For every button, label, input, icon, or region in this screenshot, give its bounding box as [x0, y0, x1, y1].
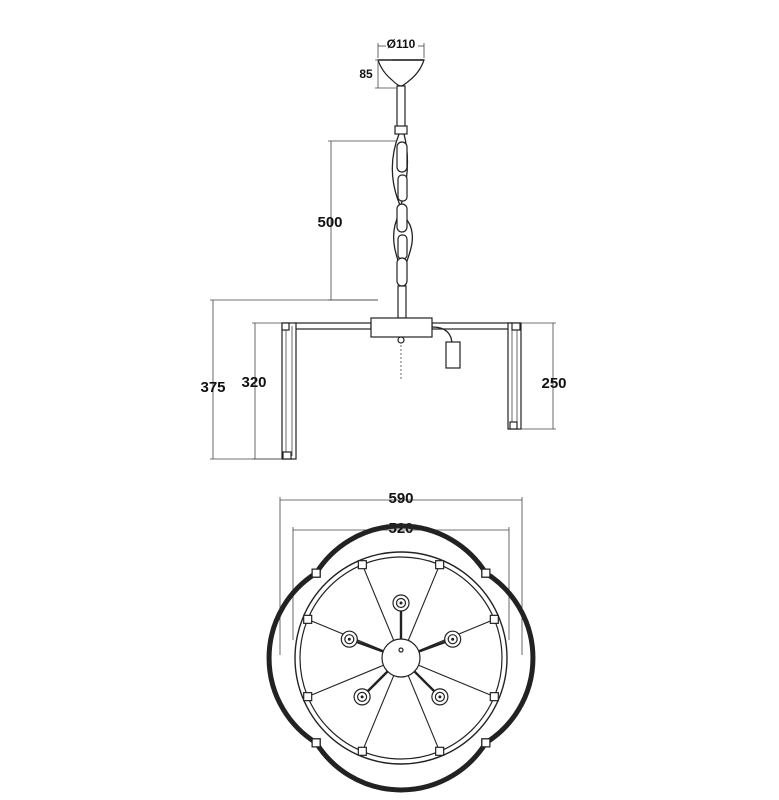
- spoke: [361, 564, 395, 641]
- frame-spokes: [303, 560, 499, 756]
- candle-cup-center: [360, 695, 364, 699]
- arc-end-cap: [311, 568, 321, 578]
- spoke-joint: [489, 692, 499, 702]
- spoke-joint: [357, 746, 367, 756]
- spoke-joint: [435, 746, 445, 756]
- center-hub: [381, 638, 421, 678]
- total-height-label: 375: [200, 379, 225, 396]
- total-height-dimension: 375: [200, 299, 378, 460]
- spoke-joint: [435, 560, 445, 570]
- outer-diameter-label: 590: [388, 490, 413, 507]
- arms-and-hub: [294, 317, 513, 380]
- outer-rod-height-label: 320: [241, 374, 266, 391]
- outer-rod-height-dimension: 320: [241, 322, 282, 460]
- crystal-arc: [314, 741, 488, 793]
- candle-cups: [340, 594, 462, 706]
- canopy-height-dimension: 85: [359, 59, 396, 89]
- top-view: 590 520: [266, 490, 536, 793]
- chain-length-dimension: 500: [317, 140, 396, 301]
- crystal-arc-beads: [267, 572, 317, 744]
- spoke: [407, 675, 441, 752]
- candle-cup-center: [451, 637, 455, 641]
- spoke-joint: [357, 560, 367, 570]
- spoke-joint: [303, 692, 313, 702]
- crystal-arcs: [266, 523, 536, 793]
- arc-end-cap: [481, 568, 491, 578]
- canopy-diameter-label: Ø110: [387, 37, 416, 51]
- spoke-joint: [489, 614, 499, 624]
- chain-length-label: 500: [317, 214, 342, 231]
- frame-rings: [294, 551, 508, 765]
- crystal-arc-beads: [315, 524, 487, 574]
- chain-and-cable: [391, 133, 413, 319]
- spoke: [361, 675, 395, 752]
- crystal-arc-beads: [485, 572, 535, 744]
- spoke: [407, 564, 441, 641]
- outer-diameter-dimension: 590: [279, 490, 523, 655]
- crystal-arc-beads: [315, 742, 487, 792]
- ceiling-canopy: [377, 59, 425, 135]
- inner-rod-height-dimension: 250: [521, 322, 567, 430]
- candle-cup-center: [438, 695, 442, 699]
- arc-end-cap: [311, 738, 321, 748]
- spoke-joint: [303, 614, 313, 624]
- inner-rod-height-label: 250: [541, 375, 566, 392]
- candle-cup-center: [347, 637, 351, 641]
- spoke: [418, 664, 495, 698]
- candle-cup-center: [399, 601, 403, 605]
- canopy-diameter-dimension: Ø110: [377, 37, 425, 58]
- spoke: [307, 664, 384, 698]
- arc-end-cap: [481, 738, 491, 748]
- canopy-height-label: 85: [359, 67, 373, 81]
- side-view: Ø110 85 500: [200, 37, 567, 460]
- crystal-rods: [281, 322, 522, 460]
